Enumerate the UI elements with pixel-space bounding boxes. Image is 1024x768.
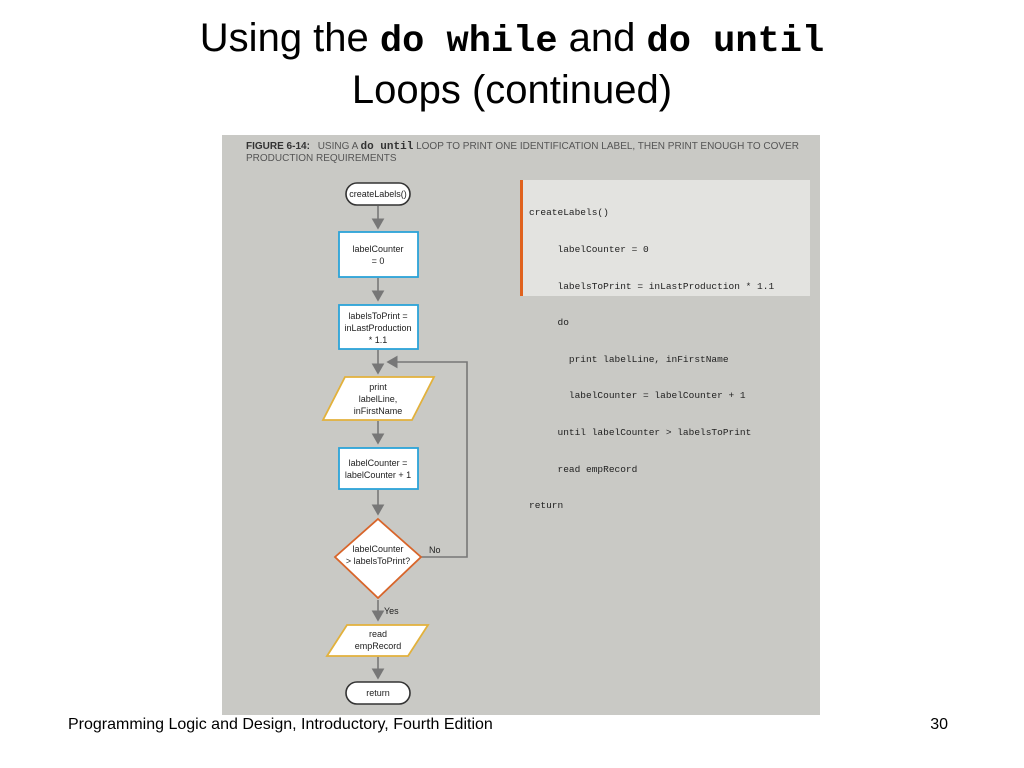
title-line-1: Using the do while and do until: [0, 14, 1024, 66]
decision-yes-label: Yes: [384, 606, 399, 616]
output-print-label-shape: [321, 376, 436, 421]
title-code-do-while: do while: [379, 21, 558, 63]
pseudocode-line: labelCounter = 0: [529, 244, 649, 256]
slide-title: Using the do while and do until Loops (c…: [0, 14, 1024, 114]
process-init-counter-shape: [338, 231, 419, 278]
process-init-counter: labelCounter = 0: [338, 231, 419, 278]
start-terminal: createLabels(): [345, 182, 411, 206]
caption-after: LOOP TO PRINT ONE IDENTIFICATION LABEL, …: [246, 141, 799, 164]
decision-counter-check-shape: [333, 517, 423, 600]
decision-counter-check-line2: > labelsToPrint?: [346, 556, 410, 566]
output-print-label-line2: labelLine,: [359, 394, 398, 404]
caption-before: USING A: [317, 141, 358, 152]
process-labels-to-print: labelsToPrint = inLastProduction * 1.1: [338, 304, 419, 350]
pseudocode-box: createLabels() labelCounter = 0 labelsTo…: [520, 180, 810, 511]
end-terminal-label: return: [366, 688, 390, 698]
process-labels-to-print-shape: [338, 304, 419, 350]
process-labels-to-print-line3: * 1.1: [369, 335, 388, 345]
start-terminal-shape: [345, 182, 411, 206]
decision-no-label: No: [429, 545, 441, 555]
title-line-2: Loops (continued): [351, 68, 673, 112]
input-read-record-line1: read: [369, 629, 387, 639]
output-print-label-line3: inFirstName: [354, 406, 403, 416]
pseudocode-line: print labelLine, inFirstName: [529, 353, 729, 365]
pseudocode-line: labelCounter = labelCounter + 1: [529, 390, 746, 402]
footer-page-number: 30: [930, 716, 948, 733]
pseudocode-line: read empRecord: [529, 463, 638, 475]
end-terminal-shape: [345, 681, 411, 705]
process-increment-counter-shape: [338, 447, 419, 490]
process-init-counter-line1: labelCounter: [352, 244, 403, 254]
pseudocode-line: createLabels(): [529, 207, 609, 219]
pseudocode-line: do: [529, 317, 569, 329]
end-terminal: return: [345, 681, 411, 705]
process-increment-counter-line1: labelCounter =: [349, 458, 408, 468]
title-code-do-until: do until: [646, 21, 825, 63]
process-increment-counter: labelCounter = labelCounter + 1: [338, 447, 419, 490]
figure-label: FIGURE 6-14:: [246, 141, 310, 152]
process-increment-counter-line2: labelCounter + 1: [345, 470, 411, 480]
pseudocode-line: return: [529, 500, 564, 512]
arrow-loop-back: [386, 355, 468, 558]
process-init-counter-line2: = 0: [372, 256, 385, 266]
figure-caption: FIGURE 6-14: USING A do until LOOP TO PR…: [246, 141, 806, 165]
output-print-label-line1: print: [369, 382, 387, 392]
process-labels-to-print-line2: inLastProduction: [344, 323, 411, 333]
pseudocode-line: labelsToPrint = inLastProduction * 1.1: [529, 280, 775, 292]
output-print-label: print labelLine, inFirstName: [321, 376, 436, 421]
input-read-record-line2: empRecord: [355, 641, 402, 651]
footer-book-title: Programming Logic and Design, Introducto…: [68, 716, 493, 733]
process-labels-to-print-line1: labelsToPrint =: [348, 311, 407, 321]
input-read-record: read empRecord: [325, 624, 430, 657]
input-read-record-shape: [325, 624, 430, 657]
decision-counter-check-line1: labelCounter: [352, 544, 403, 554]
caption-code: do until: [360, 141, 414, 153]
title-middle: and: [568, 16, 636, 60]
flow-connectors: [371, 206, 468, 680]
decision-counter-check: labelCounter > labelsToPrint?: [333, 517, 423, 600]
pseudocode-line: until labelCounter > labelsToPrint: [529, 427, 752, 439]
start-terminal-label: createLabels(): [349, 189, 407, 199]
title-prefix: Using the: [199, 16, 369, 60]
